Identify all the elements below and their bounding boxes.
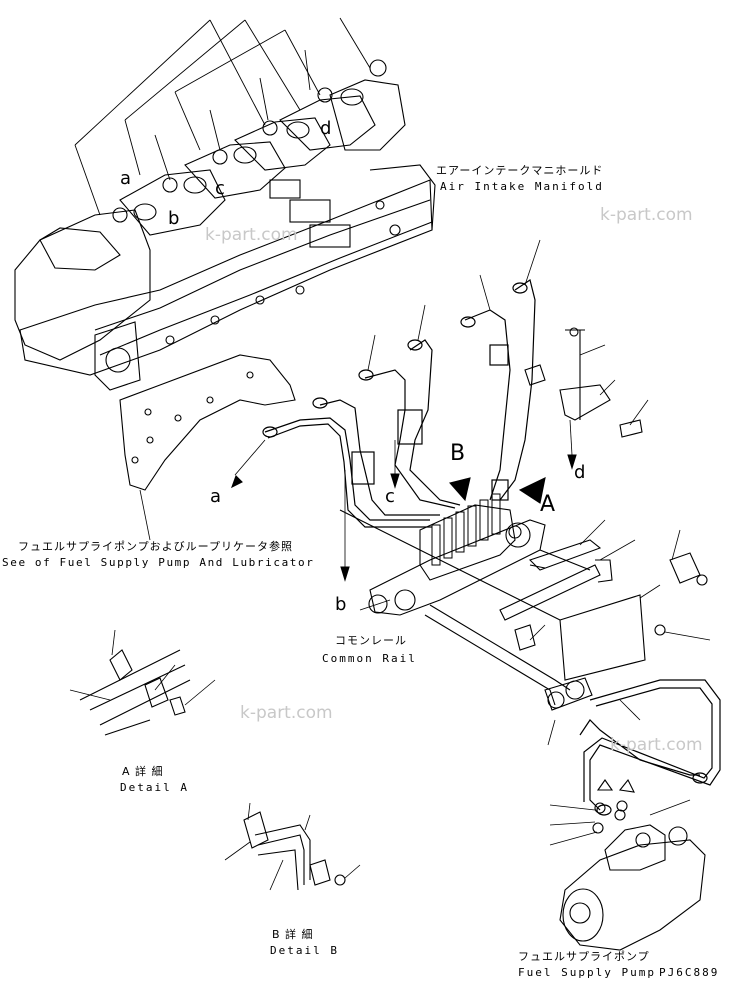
detail-b-label-en: Detail B xyxy=(270,944,339,957)
watermark: k-part.com xyxy=(205,225,298,245)
fuel-supply-pump-label-en: Fuel Supply Pump xyxy=(518,966,656,979)
view-a-arrow xyxy=(518,477,546,504)
callout-b: b xyxy=(168,208,180,229)
air-intake-label-jp: エアーインテークマニホールド xyxy=(436,164,604,177)
common-rail-label-en: Common Rail xyxy=(322,652,417,665)
left-bracket xyxy=(119,354,296,491)
fuel-supply-pump-label-jp: フュエルサプライポンプ xyxy=(518,950,650,963)
right-parts xyxy=(499,327,708,711)
view-a-label: A xyxy=(540,492,556,517)
detail-a-sketch xyxy=(79,649,191,736)
injection-pipes xyxy=(262,279,536,528)
callout-c: c xyxy=(215,178,225,199)
watermark: k-part.com xyxy=(240,703,333,723)
view-b-arrow xyxy=(448,477,471,502)
misc-leader-lines xyxy=(69,239,711,891)
drawing-code: PJ6C889 xyxy=(659,966,720,979)
engine-cylinder-heads xyxy=(14,79,436,391)
arrowheads xyxy=(231,454,577,582)
view-b-label: B xyxy=(450,441,466,466)
top-leader-lines xyxy=(74,17,371,216)
fuel-pump-ref-label-jp: フュエルサプライポンプおよびループリケータ参照 xyxy=(18,540,294,553)
air-intake-label-en: Air Intake Manifold xyxy=(440,180,604,193)
callout-a: a xyxy=(120,168,132,189)
seal-rings xyxy=(112,59,387,223)
detail-a-label-jp: A 詳 細 xyxy=(122,765,164,778)
callout-b-bottom: b xyxy=(335,594,347,615)
callout-d-right: d xyxy=(574,462,586,483)
detail-b-sketch xyxy=(243,811,346,891)
callout-d: d xyxy=(320,118,332,139)
callout-a-mid: a xyxy=(210,486,222,507)
callout-c-mid: c xyxy=(385,486,395,507)
watermark: k-part.com xyxy=(600,205,693,225)
common-rail-label-jp: コモンレール xyxy=(335,634,407,647)
detail-a-label-en: Detail A xyxy=(120,781,189,794)
detail-b-label-jp: B 詳 細 xyxy=(272,928,314,941)
common-rail xyxy=(339,493,591,706)
fuel-supply-pump xyxy=(559,778,706,951)
fuel-pump-ref-label-en: See of Fuel Supply Pump And Lubricator xyxy=(2,556,315,569)
supply-pipes xyxy=(579,679,721,816)
watermark: k-part.com xyxy=(610,735,703,755)
